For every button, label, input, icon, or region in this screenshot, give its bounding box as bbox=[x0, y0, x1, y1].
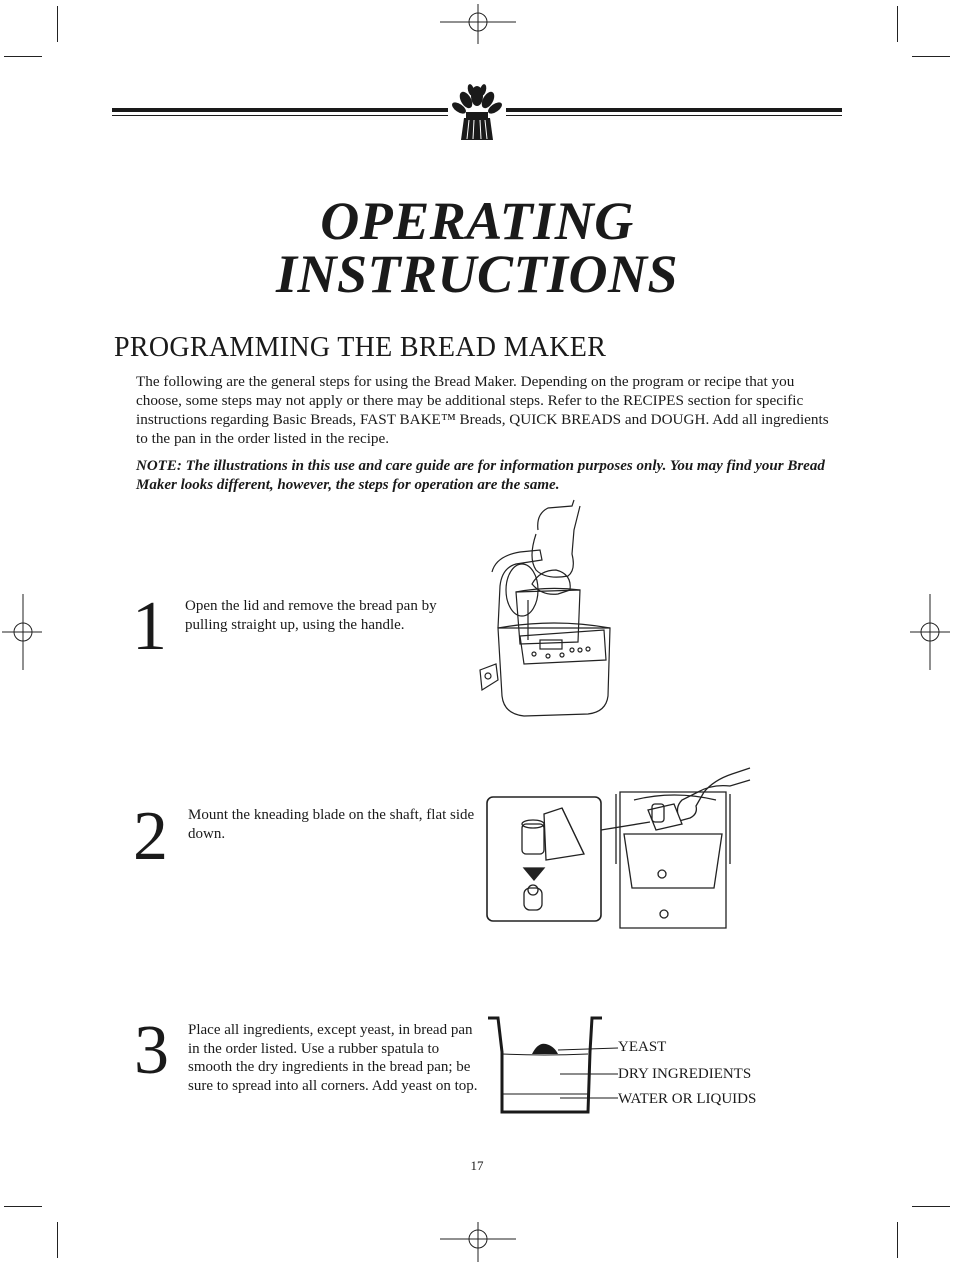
registration-mark-right bbox=[910, 594, 950, 670]
step-3-number: 3 bbox=[134, 1012, 169, 1089]
note-paragraph: NOTE: The illustrations in this use and … bbox=[136, 458, 825, 493]
step-2-number: 2 bbox=[133, 798, 168, 875]
label-dry-ingredients: DRY INGREDIENTS bbox=[618, 1066, 752, 1082]
step-1-text: Open the lid and remove the bread pan by… bbox=[185, 598, 437, 633]
kneading-blade-illustration bbox=[486, 767, 751, 929]
step-3-text: Place all ingredients, except yeast, in … bbox=[188, 1022, 478, 1094]
step-2-text: Mount the kneading blade on the shaft, f… bbox=[188, 807, 475, 842]
registration-mark-bottom bbox=[440, 1222, 516, 1262]
page-title-line-1: OPERATING bbox=[320, 191, 634, 251]
wheat-sheaf-icon bbox=[452, 84, 502, 140]
intro-paragraph: The following are the general steps for … bbox=[136, 373, 829, 447]
label-yeast: YEAST bbox=[618, 1039, 667, 1055]
bread-maker-illustration bbox=[479, 499, 611, 717]
registration-mark-top bbox=[440, 4, 516, 44]
registration-mark-left bbox=[2, 594, 42, 670]
page-number: 17 bbox=[470, 1158, 484, 1173]
ingredient-layers-illustration bbox=[488, 1016, 619, 1114]
label-water-or-liquids: WATER OR LIQUIDS bbox=[618, 1091, 757, 1107]
page-title-line-2: INSTRUCTIONS bbox=[275, 244, 679, 304]
step-1-number: 1 bbox=[132, 588, 167, 665]
section-heading: PROGRAMMING THE BREAD MAKER bbox=[114, 332, 607, 363]
